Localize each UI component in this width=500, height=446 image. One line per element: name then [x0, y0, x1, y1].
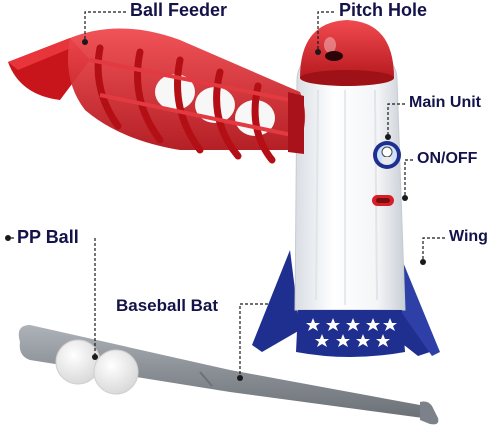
pitch-hole — [325, 51, 343, 61]
label-on-off: ON/OFF — [417, 150, 478, 167]
rocket-main-unit — [294, 20, 406, 311]
pp-ball-1 — [55, 339, 101, 385]
baseball-bat — [18, 325, 439, 425]
label-ball-feeder: Ball Feeder — [130, 0, 228, 20]
label-wing: Wing — [449, 228, 488, 245]
pp-ball-2 — [93, 349, 139, 395]
label-pitch-hole: Pitch Hole — [339, 0, 428, 20]
astronaut-emblem — [373, 141, 401, 169]
rocket-base — [296, 310, 405, 357]
label-main-unit: Main Unit — [409, 94, 481, 111]
pp-balls — [55, 339, 139, 395]
label-pp-ball: PP Ball — [17, 227, 79, 247]
label-baseball-bat: Baseball Bat — [116, 296, 219, 315]
on-off-switch — [372, 195, 394, 206]
leader-dots — [5, 39, 426, 381]
leader-lines — [8, 11, 445, 376]
ball-feeder-tube — [8, 28, 306, 164]
